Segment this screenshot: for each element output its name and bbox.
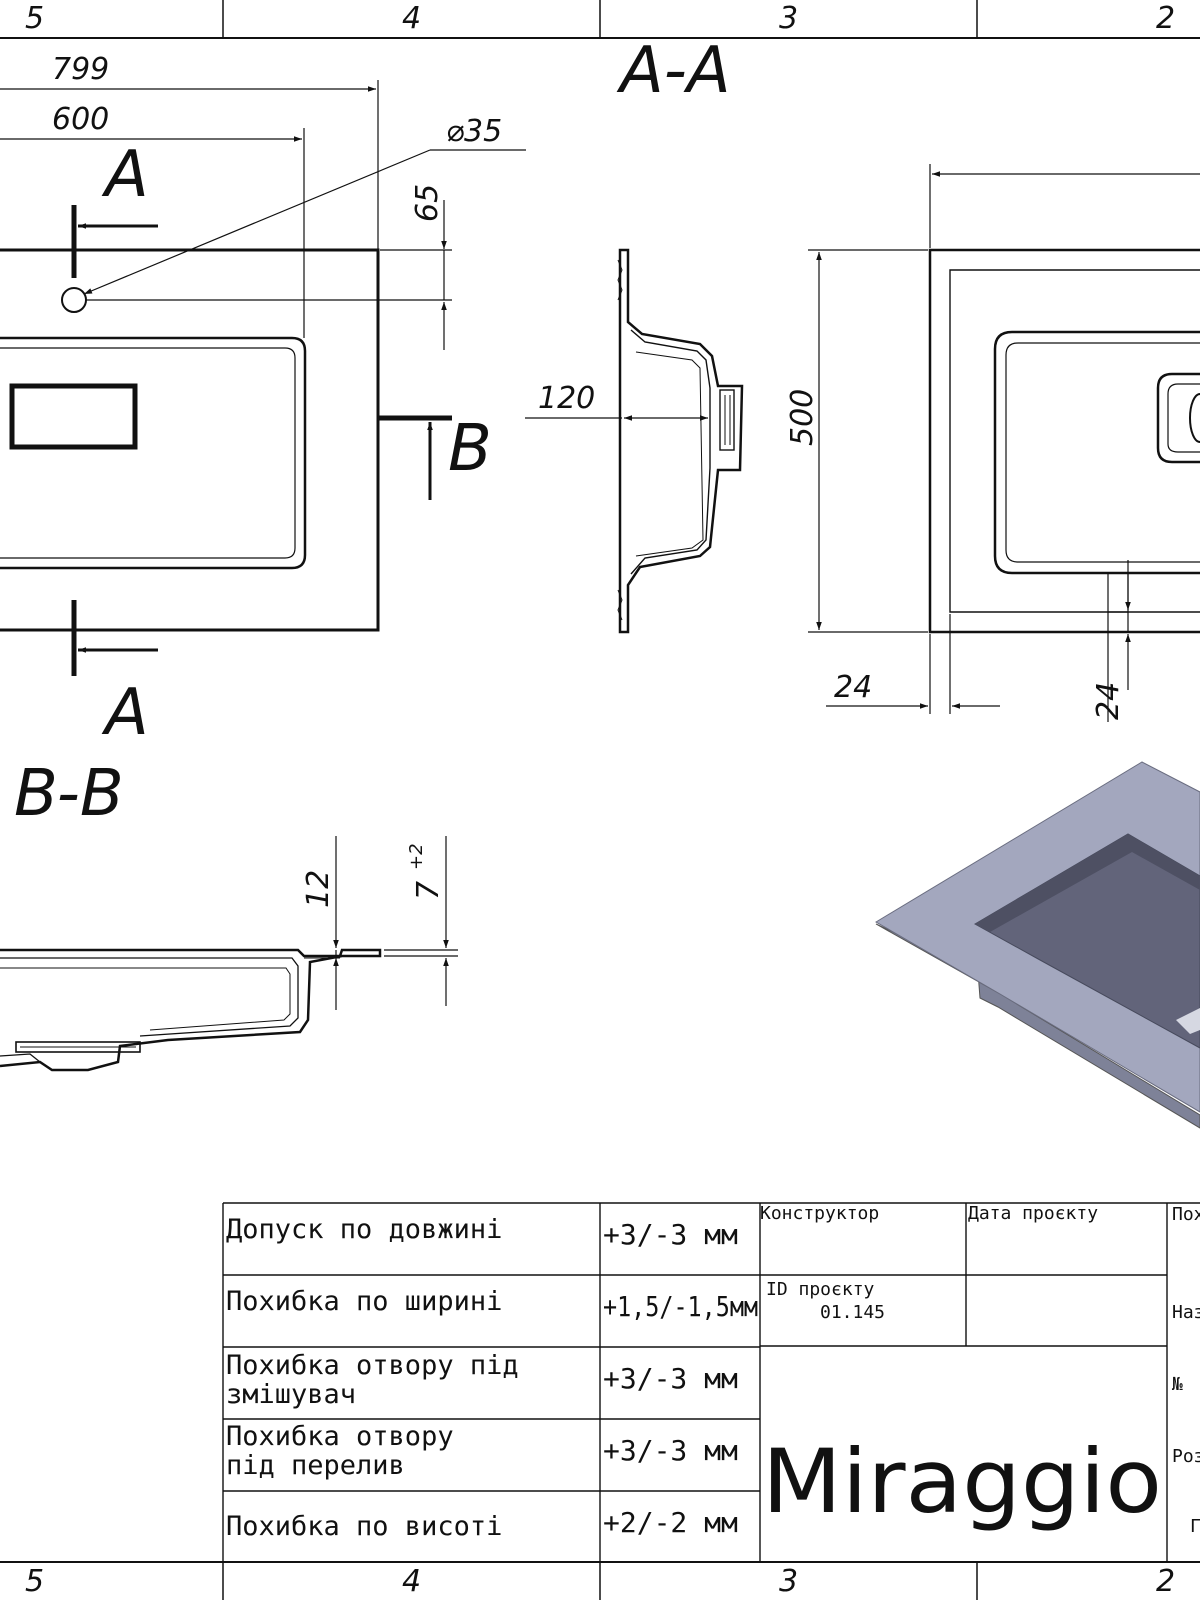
- row-2-value: +1,5/-1,5мм: [603, 1290, 758, 1323]
- dim-12: 12: [301, 870, 336, 908]
- dim-diameter-35: ⌀35: [446, 114, 502, 149]
- front-view-dimensions: [808, 164, 1200, 722]
- zone-bottom-5: 5: [25, 1564, 44, 1599]
- zone-bottom-2: 2: [1156, 1564, 1175, 1599]
- row-5-value: +2/-2 мм: [603, 1506, 738, 1539]
- project-date-label: Дата проєкту: [968, 1203, 1098, 1224]
- right-col-text-1: Пох: [1172, 1204, 1200, 1225]
- section-bb-profile: [0, 948, 382, 1072]
- dim-120: 120: [538, 381, 595, 416]
- row-4-value: +3/-3 мм: [603, 1434, 738, 1467]
- sink-3d-model: [875, 761, 1200, 1129]
- dim-24-vertical: 24: [1091, 682, 1126, 720]
- dim-500: 500: [785, 389, 820, 446]
- dim-65: 65: [410, 184, 445, 222]
- row-2-label: Похибка по ширині: [226, 1286, 502, 1317]
- section-aa-title: A-A: [616, 34, 731, 108]
- section-aa-profile: [617, 248, 744, 634]
- section-a-markers: [71, 205, 158, 676]
- row-3-value: +3/-3 мм: [603, 1362, 738, 1395]
- designer-label: Конструктор: [760, 1203, 879, 1224]
- dim-7-tolerance: +2: [406, 843, 427, 870]
- row-1-label: Допуск по довжині: [226, 1214, 502, 1245]
- front-view: [928, 248, 1200, 634]
- tolerance-rows: Допуск по довжині +3/-3 мм Похибка по ши…: [226, 1214, 758, 1542]
- overflow-slot: [9, 383, 138, 450]
- zone-labels: 5 4 3 2 5 4 3 2: [25, 1, 1175, 1599]
- plan-dimensions: [0, 80, 526, 350]
- zone-top-4: 4: [402, 1, 421, 36]
- title-block: [222, 1202, 1200, 1562]
- dim-24-horizontal: 24: [834, 670, 872, 705]
- section-bb-dimensions: [333, 836, 458, 1010]
- row-3-label-line-2: змішувач: [226, 1379, 356, 1410]
- zone-top-3: 3: [779, 1, 798, 36]
- zone-top-5: 5: [25, 1, 44, 36]
- title-block-header: Конструктор Дата проєкту ID проєкту 01.1…: [760, 1203, 1162, 1533]
- brand-logo: Miraggio: [762, 1430, 1162, 1533]
- row-5-label: Похибка по висоті: [226, 1511, 502, 1542]
- dim-7: 7: [411, 881, 446, 900]
- marker-a-bottom: A: [101, 676, 149, 750]
- right-col-text-4: Роз: [1172, 1446, 1200, 1467]
- dim-799: 799: [52, 52, 109, 87]
- right-col-text-5: Г: [1190, 1516, 1200, 1537]
- row-1-value: +3/-3 мм: [603, 1218, 738, 1251]
- row-4-label-line-1: Похибка отвору: [226, 1421, 454, 1452]
- marker-b: B: [448, 412, 492, 486]
- marker-a-top: A: [101, 138, 149, 212]
- plan-view: [0, 248, 380, 632]
- zone-top-2: 2: [1156, 1, 1175, 36]
- row-3-label-line-1: Похибка отвору під: [226, 1350, 519, 1381]
- tap-hole: [61, 287, 87, 313]
- row-4-label-line-2: під перелив: [226, 1450, 405, 1481]
- zone-bottom-3: 3: [779, 1564, 798, 1599]
- right-col-text-2: Наз: [1172, 1302, 1200, 1323]
- dim-600: 600: [52, 102, 109, 137]
- section-b-marker: [378, 415, 452, 500]
- project-id-label: ID проєкту: [766, 1279, 875, 1300]
- zone-bottom-4: 4: [402, 1564, 421, 1599]
- section-bb-title: B-B: [14, 757, 124, 831]
- title-block-right-column: Пох Наз № Роз Г: [1172, 1204, 1200, 1537]
- project-id-value: 01.145: [820, 1302, 885, 1323]
- right-col-text-3: №: [1172, 1374, 1183, 1395]
